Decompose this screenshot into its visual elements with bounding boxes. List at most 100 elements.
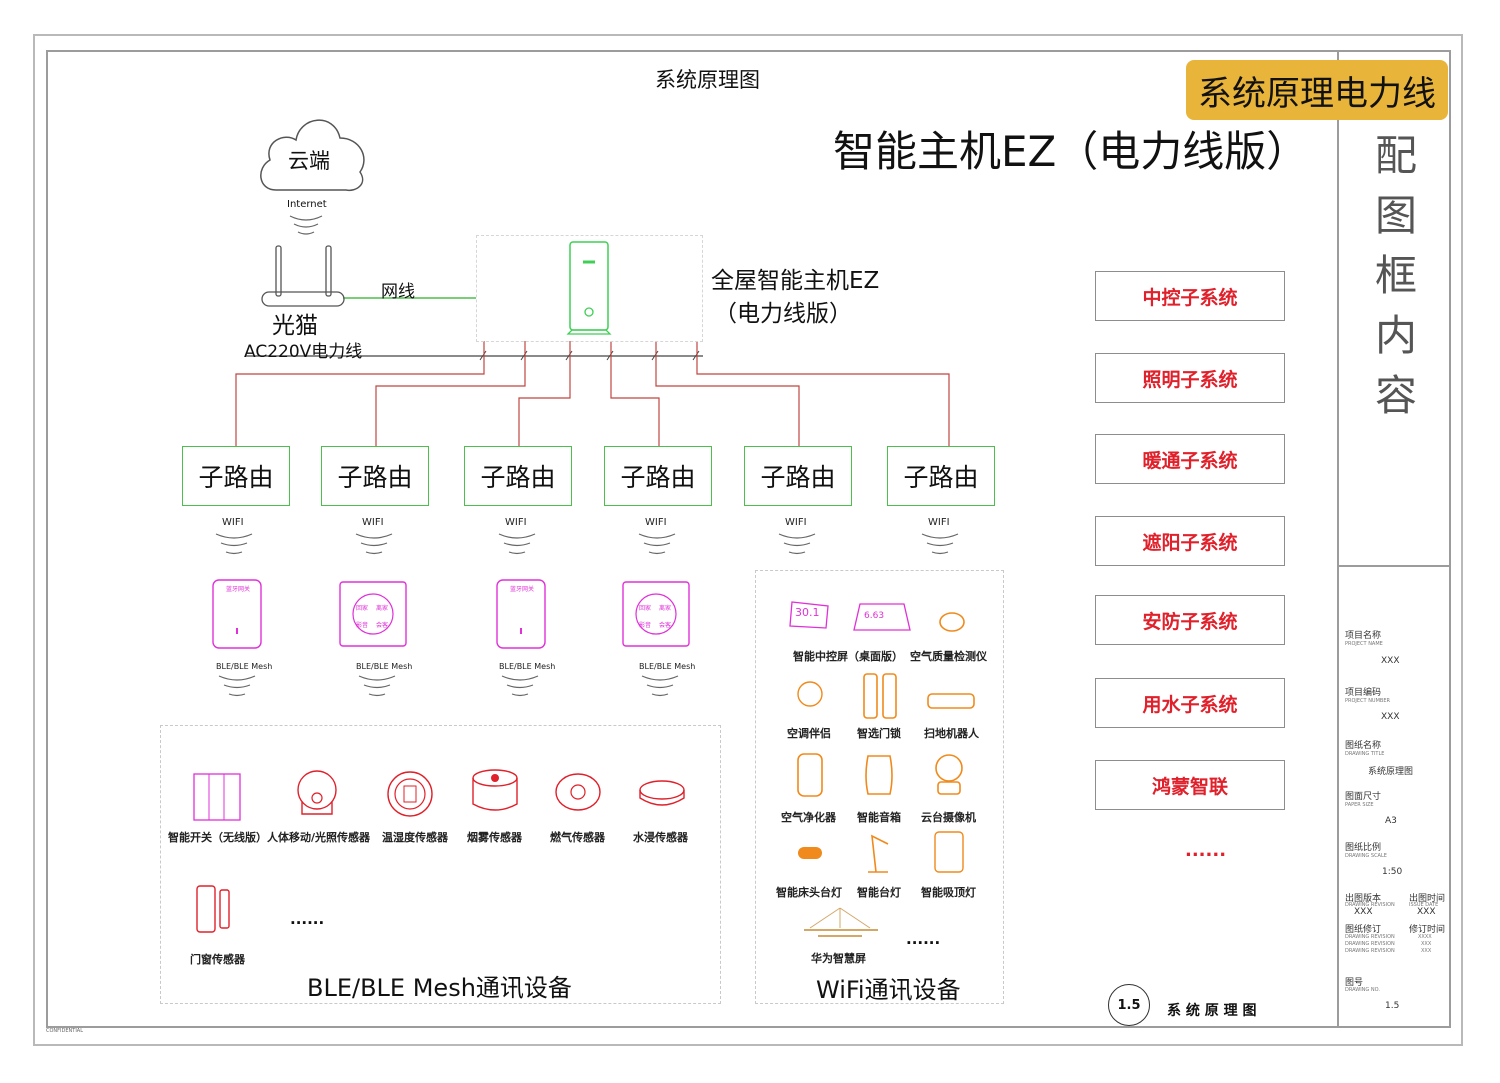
- tb-label-en: PROJECT NUMBER: [1345, 698, 1390, 704]
- tb-label: 图面尺寸: [1345, 792, 1382, 802]
- temperature-humidity-sensor-icon: [387, 771, 433, 817]
- device-label: 智能台灯: [857, 886, 901, 899]
- panel-text: 回家: [356, 605, 369, 612]
- sensor-puck-icon: [939, 612, 965, 632]
- device-label: 扫地机器人: [924, 727, 979, 740]
- subsystem-box: 中控子系统: [1095, 271, 1285, 321]
- tb-value: XXX: [1354, 907, 1373, 917]
- host-name: 全屋智能主机EZ: [711, 268, 880, 294]
- subsystem-box: 遮阳子系统: [1095, 516, 1285, 566]
- tb-label-en: DRAWING TITLE: [1345, 751, 1385, 757]
- side-title-char: 容: [1374, 371, 1417, 420]
- tb-label: 修订时间: [1409, 925, 1446, 935]
- mesh-label: BLE/BLE Mesh: [356, 662, 413, 671]
- tb-label-en: DRAWING SCALE: [1345, 853, 1387, 859]
- device-label: 智能吸顶灯: [921, 886, 976, 899]
- sub-router: 子路由: [744, 446, 852, 506]
- tb-label-en: ISSUE DATE: [1409, 902, 1439, 908]
- device-label: 华为智慧屏: [811, 952, 866, 965]
- tb-value: XXX: [1421, 941, 1432, 947]
- wifi-label: WIFI: [222, 517, 244, 528]
- subsystem-box: 用水子系统: [1095, 678, 1285, 728]
- side-title: 配 图 框 内 容: [1366, 126, 1426, 426]
- ble-gateway-panel-icon: [496, 579, 546, 649]
- device-label: 智选门锁: [857, 727, 901, 740]
- subsystem-ellipsis: ......: [1185, 840, 1227, 861]
- screen-value: 30.1: [795, 606, 820, 619]
- smart-screen-icon: [804, 907, 878, 937]
- mesh-label: BLE/BLE Mesh: [499, 662, 556, 671]
- ble-device-group: [160, 725, 721, 1004]
- motion-sensor-icon: [297, 770, 337, 815]
- air-quality-monitor-icon: [853, 603, 911, 631]
- water-sensor-icon: [639, 780, 685, 806]
- tb-label-en: DRAWING REVISION: [1345, 902, 1395, 908]
- ble-gateway-panel-icon: [212, 579, 262, 649]
- device-label: 空气净化器: [781, 811, 836, 824]
- host-device-icon: [566, 241, 612, 335]
- ac-companion-icon: [797, 681, 823, 707]
- panel-text: 离家: [659, 605, 672, 612]
- tb-label-en: DRAWING REVISION: [1345, 934, 1395, 940]
- tb-label-en: DRAWING NO.: [1345, 987, 1380, 993]
- device-label: 空气质量检测仪: [910, 650, 987, 663]
- mesh-label: BLE/BLE Mesh: [639, 662, 696, 671]
- modem-icon: [261, 245, 345, 307]
- device-label: 智能中控屏（桌面版）: [793, 650, 903, 663]
- scene-panel-icon: [339, 581, 407, 647]
- title-block-separator: [1337, 565, 1451, 567]
- tb-label: 图纸修订: [1345, 925, 1382, 935]
- side-title-char: 内: [1374, 311, 1417, 360]
- gas-sensor-icon: [555, 773, 601, 811]
- side-title-char: 图: [1374, 191, 1417, 240]
- scene-panel-icon: [622, 581, 690, 647]
- device-label: 水浸传感器: [633, 831, 688, 844]
- tb-label: 出图时间: [1409, 894, 1446, 904]
- outer-frame: [33, 34, 1463, 1046]
- tb-value: A3: [1385, 816, 1397, 826]
- tb-value: XXX: [1381, 656, 1400, 666]
- wifi-device-group: [755, 570, 1004, 1004]
- ceiling-light-icon: [934, 831, 964, 873]
- device-label: 智能音箱: [857, 811, 901, 824]
- panel-text: 影音: [356, 622, 369, 629]
- side-title-char: 框: [1374, 251, 1417, 300]
- tb-value: XXX: [1417, 907, 1436, 917]
- subsystem-box: 照明子系统: [1095, 353, 1285, 403]
- cloud-label: 云端: [288, 149, 330, 173]
- device-label: 门窗传感器: [190, 953, 245, 966]
- smart-switch-icon: [193, 773, 241, 821]
- ble-ellipsis: ......: [290, 910, 325, 928]
- sub-router: 子路由: [887, 446, 995, 506]
- confidential-mark: CONFIDENTIAL: [46, 1028, 84, 1034]
- panel-text: 蓝牙网关: [226, 586, 251, 593]
- sub-router: 子路由: [182, 446, 290, 506]
- smoke-sensor-icon: [472, 769, 518, 811]
- tb-label: 图号: [1345, 978, 1364, 988]
- subsystem-box: 暖通子系统: [1095, 434, 1285, 484]
- door-lock-icon: [863, 673, 897, 719]
- device-label: 空调伴侣: [787, 727, 831, 740]
- control-screen-icon: [789, 601, 829, 629]
- ble-group-title: BLE/BLE Mesh通讯设备: [307, 974, 572, 1002]
- subsystem-box: 安防子系统: [1095, 595, 1285, 645]
- wifi-label: WIFI: [645, 517, 667, 528]
- tb-value: XXXX: [1418, 934, 1432, 940]
- main-title: 智能主机EZ（电力线版）: [833, 127, 1309, 176]
- device-label: 智能开关（无线版）: [168, 831, 267, 844]
- drawing-stamp: 1.5: [1108, 984, 1150, 1026]
- sub-router: 子路由: [464, 446, 572, 506]
- tb-label-en: PROJECT NAME: [1345, 641, 1383, 647]
- mesh-label: BLE/BLE Mesh: [216, 662, 273, 671]
- tb-label: 图纸名称: [1345, 741, 1382, 751]
- tb-value: XXX: [1381, 712, 1400, 722]
- title-block-divider: [1337, 50, 1339, 1028]
- bedside-lamp-icon: [798, 847, 822, 859]
- screen-value: 6.63: [864, 611, 885, 621]
- inner-frame: [46, 50, 1451, 1028]
- wifi-ellipsis: ......: [906, 930, 941, 948]
- banner: 系统原理电力线: [1186, 60, 1448, 120]
- wifi-label: WIFI: [362, 517, 384, 528]
- tb-label-en: DRAWING REVISION: [1345, 941, 1395, 947]
